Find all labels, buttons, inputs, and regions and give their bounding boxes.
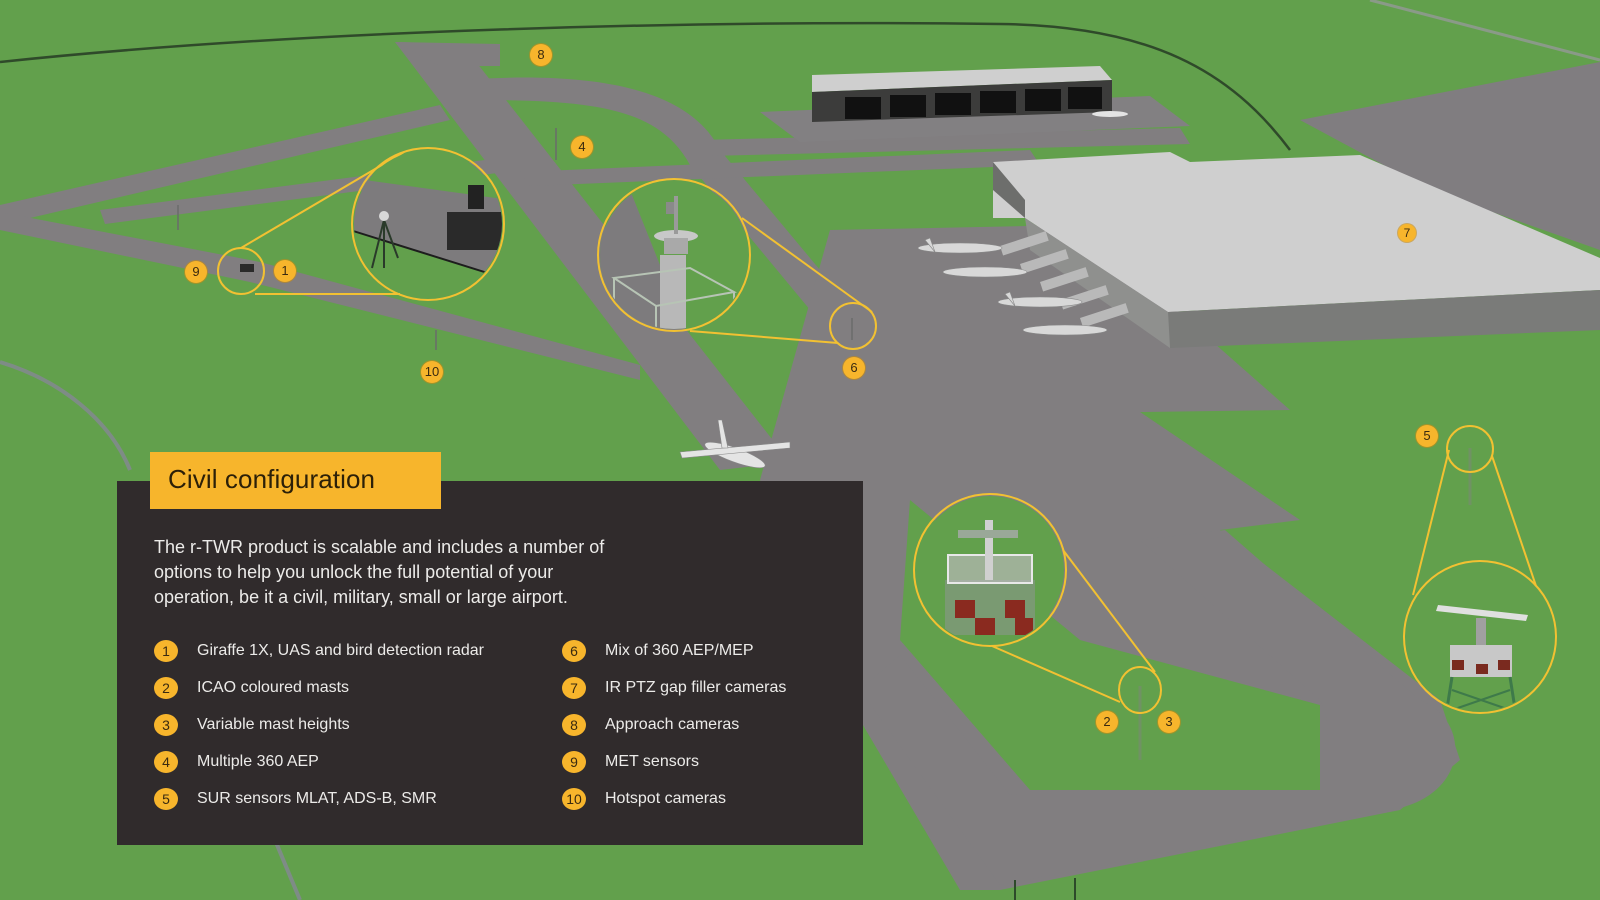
panel-intro-text: The r-TWR product is scalable and includ… bbox=[154, 537, 605, 607]
perimeter-fence bbox=[0, 21, 1291, 151]
map-marker-2[interactable]: 2 bbox=[1096, 711, 1118, 733]
parked-aircraft bbox=[917, 237, 1108, 336]
map-marker-3[interactable]: 3 bbox=[1158, 711, 1180, 733]
legend-item-4: 4 Multiple 360 AEP bbox=[154, 749, 319, 775]
terminal-building bbox=[993, 152, 1600, 348]
number-badge: 1 bbox=[154, 640, 178, 662]
legend-item-10: 10 Hotspot cameras bbox=[562, 786, 726, 812]
number-badge: 2 bbox=[154, 677, 178, 699]
map-marker-4[interactable]: 4 bbox=[571, 136, 593, 158]
callout-radar bbox=[217, 147, 505, 301]
legend-item-6: 6 Mix of 360 AEP/MEP bbox=[562, 638, 754, 664]
callout-aep-mep bbox=[597, 178, 877, 350]
legend-label: IR PTZ gap filler cameras bbox=[605, 679, 787, 696]
number-badge: 4 bbox=[154, 751, 178, 773]
panel-title: Civil configuration bbox=[168, 464, 376, 494]
number-badge: 5 bbox=[154, 788, 178, 810]
map-marker-9[interactable]: 9 bbox=[185, 261, 207, 283]
legend-label: Giraffe 1X, UAS and bird detection radar bbox=[197, 642, 484, 659]
callout-sur-sensors bbox=[1403, 425, 1557, 714]
number-badge: 6 bbox=[562, 640, 586, 662]
legend-item-5: 5 SUR sensors MLAT, ADS-B, SMR bbox=[154, 786, 437, 812]
legend-item-3: 3 Variable mast heights bbox=[154, 712, 350, 738]
callout-icao-masts-detail bbox=[916, 496, 1064, 644]
legend-label: Multiple 360 AEP bbox=[197, 753, 319, 770]
map-marker-5[interactable]: 5 bbox=[1416, 425, 1438, 447]
legend-label: ICAO coloured masts bbox=[197, 679, 350, 696]
callout-aep-mep-detail bbox=[600, 181, 748, 329]
legend-item-8: 8 Approach cameras bbox=[562, 712, 739, 738]
map-marker-8[interactable]: 8 bbox=[530, 44, 552, 66]
legend-label: Mix of 360 AEP/MEP bbox=[605, 642, 754, 659]
number-badge: 8 bbox=[562, 714, 586, 736]
legend-label: MET sensors bbox=[605, 753, 699, 770]
number-badge: 10 bbox=[562, 788, 586, 810]
legend-label: Hotspot cameras bbox=[605, 790, 726, 807]
legend-item-7: 7 IR PTZ gap filler cameras bbox=[562, 675, 786, 701]
legend-label: Approach cameras bbox=[605, 716, 740, 733]
map-marker-1[interactable]: 1 bbox=[274, 260, 296, 282]
callout-sur-sensors-detail bbox=[1406, 563, 1554, 711]
info-panel bbox=[117, 481, 863, 845]
map-marker-7[interactable]: 7 bbox=[1398, 224, 1416, 242]
map-marker-6[interactable]: 6 bbox=[843, 357, 865, 379]
number-badge: 9 bbox=[562, 751, 586, 773]
number-badge: 3 bbox=[154, 714, 178, 736]
hangar bbox=[812, 66, 1112, 122]
legend-label: SUR sensors MLAT, ADS-B, SMR bbox=[197, 790, 437, 807]
number-badge: 7 bbox=[562, 677, 586, 699]
callout-icao-masts bbox=[913, 493, 1162, 714]
map-marker-10[interactable]: 10 bbox=[421, 361, 443, 383]
legend-label: Variable mast heights bbox=[197, 716, 350, 733]
title-tab: Civil configuration bbox=[150, 452, 441, 509]
callout-radar-detail bbox=[240, 150, 502, 298]
legend-item-2: 2 ICAO coloured masts bbox=[154, 675, 349, 701]
runway-aircraft bbox=[679, 419, 791, 469]
legend-item-1: 1 Giraffe 1X, UAS and bird detection rad… bbox=[154, 638, 484, 664]
legend-item-9: 9 MET sensors bbox=[562, 749, 699, 775]
